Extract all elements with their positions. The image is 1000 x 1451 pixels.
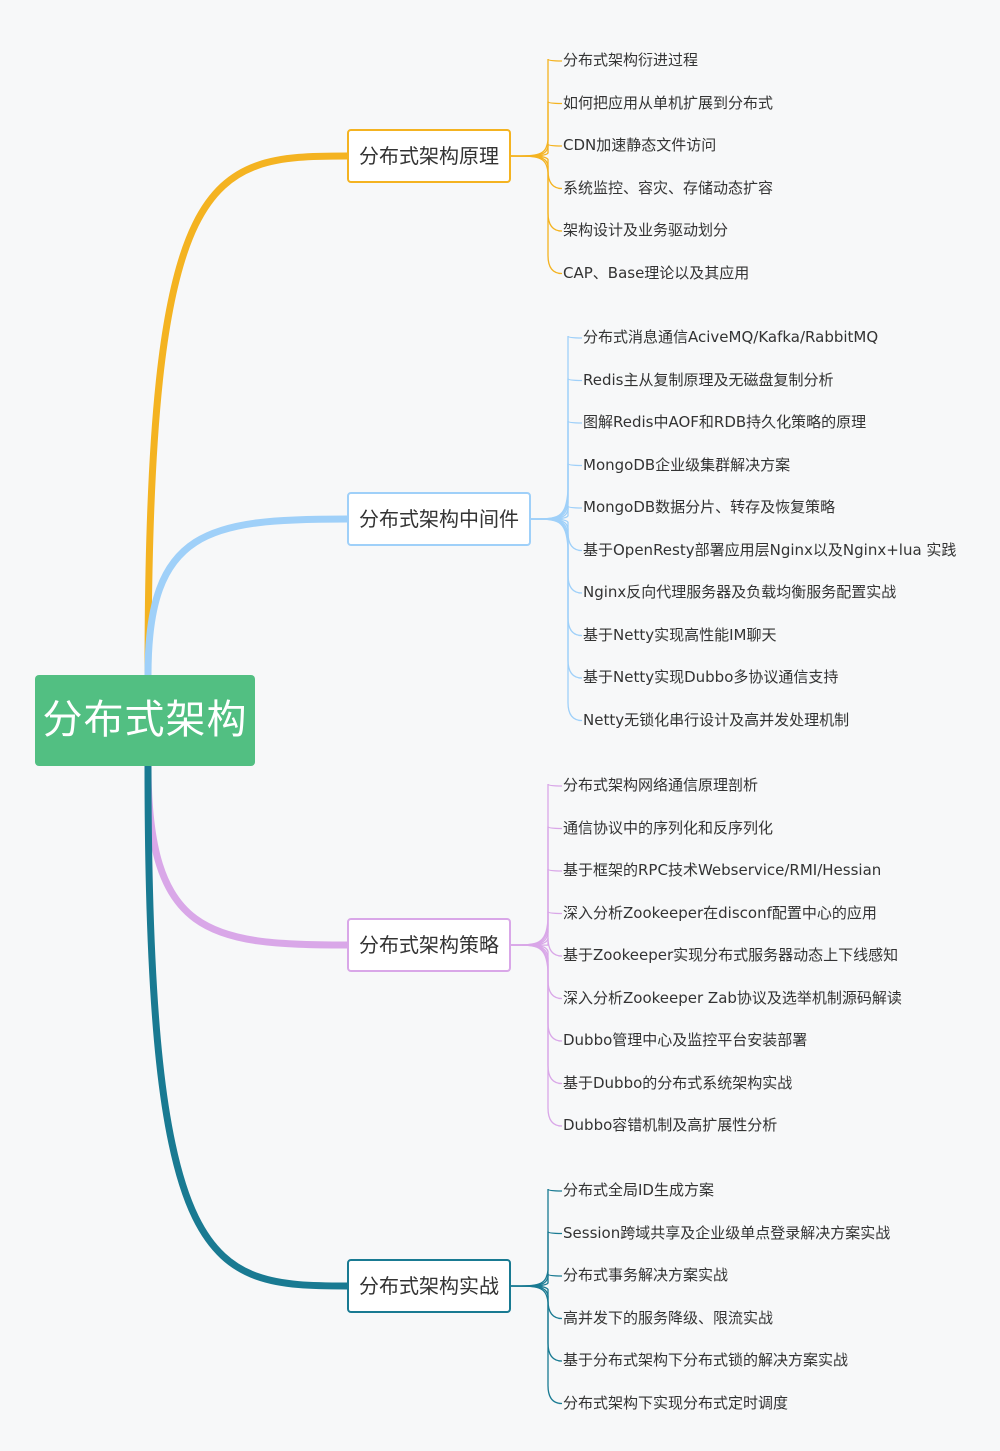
- leaf-topic[interactable]: 如何把应用从单机扩展到分布式: [563, 93, 774, 112]
- leaf-connector: [510, 944, 563, 1042]
- leaf-connector: [510, 1285, 563, 1362]
- root-topic[interactable]: 分布式架构: [35, 675, 255, 766]
- leaf-topic[interactable]: 通信协议中的序列化和反序列化: [563, 818, 774, 837]
- leaf-topic[interactable]: MongoDB数据分片、转存及恢复策略: [583, 498, 836, 516]
- leaf-connector: [510, 1231, 563, 1287]
- branch-distributed-strategy[interactable]: 分布式架构策略: [347, 918, 511, 972]
- leaf-topic[interactable]: CDN加速静态文件访问: [563, 136, 717, 154]
- leaf-topic[interactable]: 高并发下的服务降级、限流实战: [563, 1308, 774, 1327]
- leaf-topic[interactable]: 基于Netty实现Dubbo多协议通信支持: [583, 668, 839, 686]
- leaf-connector: [510, 1188, 563, 1287]
- leaf-connector: [510, 155, 563, 275]
- leaf-connector: [510, 826, 563, 946]
- leaf-topic[interactable]: Dubbo管理中心及监控平台安装部署: [563, 1031, 808, 1049]
- leaf-connector: [530, 420, 583, 520]
- leaf-topic[interactable]: 深入分析Zookeeper Zab协议及选举机制源码解读: [563, 988, 902, 1007]
- leaf-connector: [530, 518, 583, 637]
- branch-connector: [144, 515, 351, 679]
- leaf-connector: [530, 335, 583, 520]
- leaf-connector: [530, 378, 583, 520]
- leaf-topic[interactable]: CAP、Base理论以及其应用: [563, 263, 750, 282]
- leaf-connector: [510, 155, 563, 190]
- leaf-topic[interactable]: Nginx反向代理服务器及负载均衡服务配置实战: [583, 583, 897, 601]
- leaf-topic[interactable]: Session跨域共享及企业级单点登录解决方案实战: [563, 1223, 891, 1242]
- branch-connector: [144, 152, 351, 679]
- branch-connector: [144, 761, 351, 949]
- leaf-topic[interactable]: 基于分布式架构下分布式锁的解决方案实战: [563, 1351, 849, 1369]
- leaf-topic[interactable]: 基于Zookeeper实现分布式服务器动态上下线感知: [563, 946, 899, 964]
- leaf-connector: [530, 518, 583, 722]
- leaf-topic[interactable]: Dubbo容错机制及高扩展性分析: [563, 1116, 778, 1134]
- leaf-connector: [510, 1285, 563, 1320]
- leaf-topic[interactable]: 分布式事务解决方案实战: [563, 1266, 729, 1284]
- leaf-topic[interactable]: 基于Dubbo的分布式系统架构实战: [563, 1073, 793, 1092]
- leaf-connector: [510, 944, 563, 1085]
- leaf-topic[interactable]: 分布式全局ID生成方案: [563, 1181, 714, 1199]
- leaf-topic[interactable]: 架构设计及业务驱动划分: [563, 221, 729, 239]
- leaf-connector: [510, 1285, 563, 1405]
- leaf-topic[interactable]: Redis主从复制原理及无磁盘复制分析: [583, 370, 834, 389]
- branch-distributed-principles[interactable]: 分布式架构原理: [347, 129, 511, 183]
- leaf-topic[interactable]: 分布式消息通信AciveMQ/Kafka/RabbitMQ: [583, 328, 879, 346]
- branch-distributed-middleware[interactable]: 分布式架构中间件: [347, 492, 531, 546]
- leaf-topic[interactable]: 分布式架构下实现分布式定时调度: [563, 1393, 789, 1412]
- leaf-topic[interactable]: 图解Redis中AOF和RDB持久化策略的原理: [583, 413, 867, 431]
- leaf-connector: [510, 155, 563, 232]
- leaf-connector: [510, 783, 563, 946]
- branch-connector: [144, 761, 351, 1290]
- leaf-connector: [530, 518, 583, 679]
- branch-distributed-practice[interactable]: 分布式架构实战: [347, 1259, 511, 1313]
- leaf-connector: [510, 944, 563, 1000]
- leaf-connector: [530, 463, 583, 520]
- leaf-connector: [510, 944, 563, 1127]
- leaf-connector: [510, 911, 563, 946]
- leaf-topic[interactable]: 系统监控、容灾、存储动态扩容: [563, 178, 774, 197]
- leaf-topic[interactable]: Netty无锁化串行设计及高并发处理机制: [583, 710, 850, 729]
- leaf-topic[interactable]: 基于OpenResty部署应用层Nginx以及Nginx+lua 实践: [583, 540, 957, 559]
- leaf-connector: [510, 868, 563, 946]
- leaf-topic[interactable]: 分布式架构衍进过程: [563, 51, 699, 69]
- leaf-topic[interactable]: 深入分析Zookeeper在disconf配置中心的应用: [563, 903, 877, 922]
- leaf-connector: [510, 101, 563, 157]
- leaf-topic[interactable]: 基于Netty实现高性能IM聊天: [583, 625, 777, 644]
- leaf-connector: [530, 518, 583, 594]
- leaf-topic[interactable]: MongoDB企业级集群解决方案: [583, 455, 791, 474]
- leaf-connector: [510, 58, 563, 157]
- leaf-topic[interactable]: 分布式架构网络通信原理剖析: [563, 776, 759, 794]
- leaf-topic[interactable]: 基于框架的RPC技术Webservice/RMI/Hessian: [563, 861, 882, 879]
- leaf-connector: [530, 518, 583, 552]
